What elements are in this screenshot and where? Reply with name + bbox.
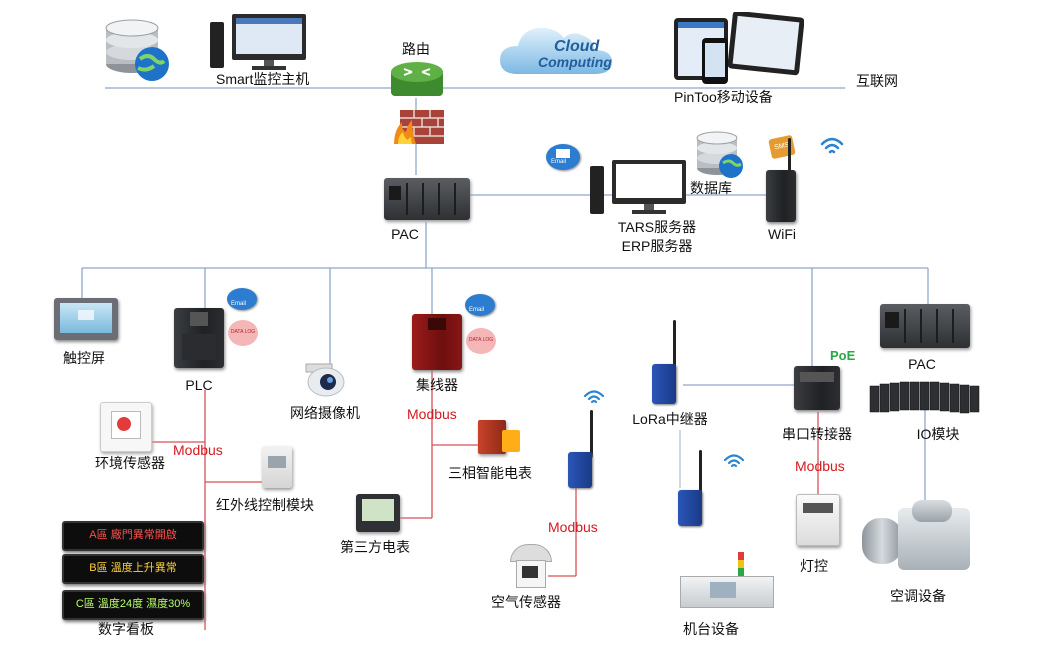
poe-badge: PoE [830, 348, 856, 363]
digital-board-row-2: B區 溫度上升異常 [62, 554, 204, 584]
tablet-icon [727, 10, 805, 76]
concentrator[interactable] [412, 314, 462, 370]
antenna-icon [590, 410, 593, 458]
io-module-label: IO模块 [916, 426, 960, 442]
three-phase-meter[interactable] [478, 420, 520, 454]
wireless-node-air[interactable] [568, 452, 592, 488]
erp-server-label: ERP服务器 [621, 238, 693, 254]
database-icon [696, 131, 743, 178]
data-log-badge: DATA LOG [466, 328, 496, 354]
email-icon: Email [227, 288, 257, 310]
air-conditioner[interactable] [862, 500, 972, 576]
wifi-label: WiFi [768, 226, 796, 242]
modbus-label-air: Modbus [548, 519, 598, 535]
database-icon [105, 19, 169, 81]
third-party-meter[interactable] [356, 494, 400, 532]
desktop-icon [210, 14, 306, 70]
firewall-icon [394, 110, 444, 144]
network-camera[interactable] [300, 362, 348, 398]
light-control[interactable] [796, 494, 840, 546]
antenna-icon [673, 320, 676, 368]
pac-right-label: PAC [908, 356, 936, 372]
air-sensor-label: 空气传感器 [491, 594, 561, 610]
env-sensor-label: 环境传感器 [95, 455, 165, 471]
air-sensor[interactable] [510, 544, 552, 588]
pac-main-label: PAC [391, 226, 419, 242]
pac-main[interactable] [384, 178, 470, 220]
router-icon [391, 62, 443, 96]
aircon-label: 空调设备 [890, 588, 946, 604]
io-module[interactable] [868, 380, 984, 416]
cloud-computing[interactable]: Cloud Computing [498, 22, 634, 80]
modbus-label-plc: Modbus [173, 442, 223, 458]
lora-label: LoRa中继器 [632, 411, 708, 427]
wifi-icon [820, 137, 844, 154]
router[interactable] [390, 60, 444, 98]
desktop-icon [590, 160, 686, 214]
touchscreen[interactable] [54, 298, 118, 340]
firewall [392, 106, 446, 146]
data-log-badge: DATA LOG [228, 320, 258, 346]
smart-host-computer[interactable] [208, 12, 308, 72]
third-meter-label: 第三方电表 [340, 539, 410, 555]
phone-icon [702, 38, 728, 84]
machine-equipment[interactable] [680, 552, 774, 614]
smart-host-database[interactable] [102, 14, 172, 84]
board-label: 数字看板 [98, 621, 154, 637]
modbus-label-concentrator: Modbus [407, 406, 457, 422]
pac-right[interactable] [880, 304, 970, 348]
router-label: 路由 [402, 41, 430, 57]
antenna-icon [699, 450, 702, 498]
serial-converter[interactable] [794, 366, 840, 410]
plc[interactable] [174, 308, 224, 368]
camera-icon [305, 363, 345, 397]
email-icon: Email [465, 294, 495, 316]
machine-label: 机台设备 [683, 621, 739, 637]
mobile-devices[interactable] [672, 10, 805, 86]
cloud-icon [500, 28, 612, 74]
smart-host-label: Smart监控主机 [216, 71, 310, 87]
tars-server-label: TARS服务器 [617, 219, 697, 235]
wifi-gateway[interactable] [766, 170, 796, 222]
internet-label: 互联网 [856, 73, 898, 89]
camera-label: 网络摄像机 [290, 405, 360, 421]
modbus-label-light: Modbus [795, 458, 845, 474]
wireless-node-machine[interactable] [678, 490, 702, 526]
digital-board-row-3: C區 溫度24度 濕度30% [62, 590, 204, 620]
wifi-icon [723, 454, 745, 468]
concentrator-label: 集线器 [416, 377, 458, 393]
database-label: 数据库 [690, 180, 732, 196]
plc-label: PLC [185, 377, 213, 393]
three-phase-label: 三相智能电表 [448, 465, 532, 481]
cloud-text-2: Computing [538, 54, 612, 70]
ir-module-label: 红外线控制模块 [216, 497, 314, 513]
ir-control-module[interactable] [262, 446, 292, 488]
light-label: 灯控 [800, 558, 828, 574]
serial-label: 串口转接器 [782, 426, 852, 442]
digital-board-row-1: A區 廠門異常開啟 [62, 521, 204, 551]
database[interactable] [693, 128, 745, 178]
mobile-label: PinToo移动设备 [674, 89, 773, 105]
lora-repeater[interactable] [652, 364, 676, 404]
cloud-text-1: Cloud [554, 38, 600, 55]
globe-icon [719, 154, 743, 178]
tars-server[interactable] [588, 158, 688, 216]
touchscreen-label: 触控屏 [63, 350, 105, 366]
email-icon: Email [546, 144, 580, 170]
globe-icon [135, 47, 169, 81]
antenna-icon [788, 138, 791, 174]
environment-sensor[interactable] [100, 402, 152, 452]
wifi-icon [583, 390, 605, 404]
